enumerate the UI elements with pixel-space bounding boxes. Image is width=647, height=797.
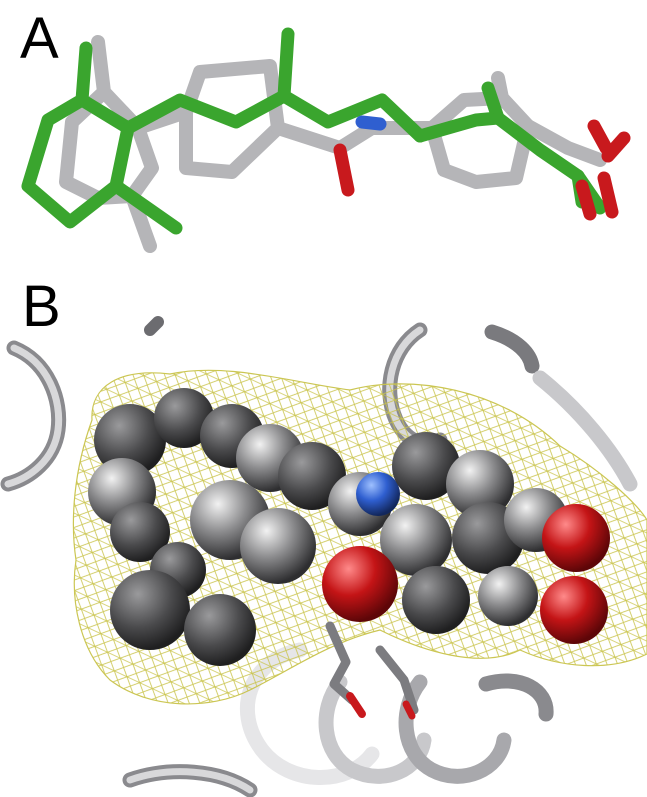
residue-sticks <box>325 621 419 720</box>
panel-a: A <box>0 0 647 270</box>
panel-b-label: B <box>22 274 61 339</box>
panel-b: B <box>0 270 647 797</box>
stick-overlay-figure <box>21 27 631 253</box>
heteroatom-sticks <box>333 115 631 221</box>
ligand-space-filling-atoms <box>88 388 610 666</box>
panel-a-label: A <box>20 6 59 71</box>
binding-pocket-figure <box>0 316 647 797</box>
gray-ligand-sticks <box>59 35 607 253</box>
